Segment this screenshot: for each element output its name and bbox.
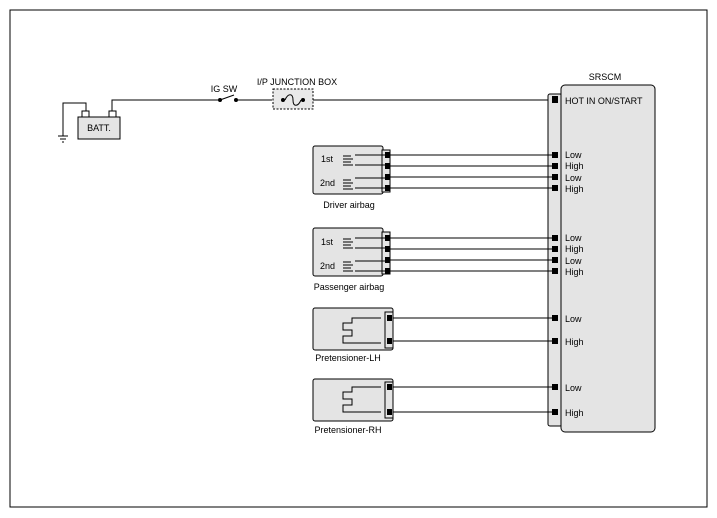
driver-airbag: 1st 2nd Driver airbag Low High Low High xyxy=(312,145,584,210)
driver-pin-3: Low xyxy=(565,173,582,183)
driver-pin-4: High xyxy=(565,184,584,194)
pretensioner-rh-pin-1: Low xyxy=(565,383,582,393)
junction-box: I/P JUNCTION BOX xyxy=(257,77,553,110)
driver-pin-1: Low xyxy=(565,150,582,160)
passenger-stage-1st: 1st xyxy=(321,237,334,247)
pretensioner-lh-body xyxy=(312,307,394,351)
battery-label: BATT. xyxy=(87,123,111,133)
pretensioner-rh-label: Pretensioner-RH xyxy=(314,425,381,435)
squib-icon xyxy=(343,238,353,272)
passenger-airbag-label: Passenger airbag xyxy=(314,282,385,292)
pretensioner-coil-icon xyxy=(342,317,381,344)
pretensioner-rh-pin-2: High xyxy=(565,408,584,418)
driver-pin-2: High xyxy=(565,161,584,171)
pretensioner-coil-icon xyxy=(342,386,381,413)
driver-stage-1st: 1st xyxy=(321,154,334,164)
ig-switch-label: IG SW xyxy=(211,84,238,94)
pretensioner-lh-pin-1: Low xyxy=(565,314,582,324)
passenger-airbag: 1st 2nd Passenger airbag Low High Low Hi… xyxy=(312,227,584,292)
module-label: SRSCM xyxy=(589,72,622,82)
battery-group: BATT. xyxy=(58,102,121,143)
pretensioner-lh-pin-2: High xyxy=(565,337,584,347)
passenger-stage-2nd: 2nd xyxy=(320,261,335,271)
junction-box-label: I/P JUNCTION BOX xyxy=(257,77,337,87)
ig-switch: IG SW xyxy=(211,84,272,102)
fuse-icon xyxy=(284,94,302,106)
driver-airbag-label: Driver airbag xyxy=(323,200,375,210)
driver-stage-2nd: 2nd xyxy=(320,178,335,188)
squib-icon xyxy=(343,155,353,190)
pretensioner-lh: Pretensioner-LH Low High xyxy=(312,307,584,363)
passenger-pin-4: High xyxy=(565,267,584,277)
passenger-pin-2: High xyxy=(565,244,584,254)
srscm-body xyxy=(560,84,656,433)
passenger-pin-3: Low xyxy=(565,256,582,266)
passenger-pin-1: Low xyxy=(565,233,582,243)
battery-icon xyxy=(77,116,121,140)
pretensioner-lh-label: Pretensioner-LH xyxy=(315,353,381,363)
module-power-pin: HOT IN ON/START xyxy=(565,96,643,106)
pretensioner-rh-body xyxy=(312,378,394,422)
pretensioner-rh: Pretensioner-RH Low High xyxy=(312,378,584,435)
